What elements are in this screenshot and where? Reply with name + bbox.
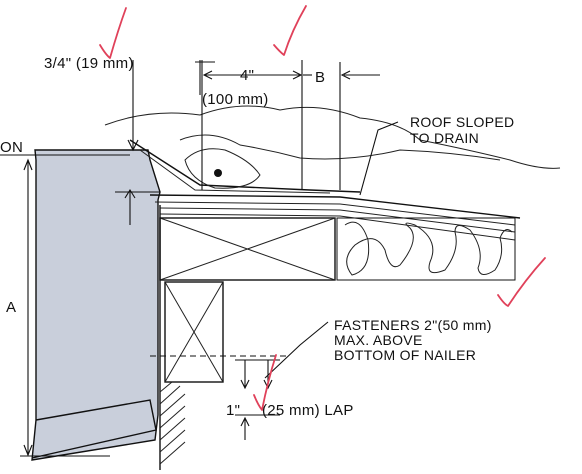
check-mark-2: [273, 5, 307, 56]
dim-thickness-arrowhead: [127, 139, 139, 152]
flange-mm-label: (100 mm): [202, 91, 269, 108]
drip-edge-fascia: [31, 149, 161, 461]
stone-dot: [214, 169, 222, 177]
insulation-squiggle: [344, 221, 513, 276]
lap-vertical-left: [240, 360, 250, 390]
check-mark-3: [497, 257, 546, 307]
deck-top-line: [149, 194, 521, 219]
dim-small-vertical: [124, 188, 136, 225]
edge-metal-flange-inner: [139, 149, 331, 194]
edge-thickness-label: 3/4" (19 mm): [44, 55, 134, 72]
fasteners-label-1: FASTENERS 2"(50 mm): [334, 317, 492, 333]
dim-flange-arrowheads: [202, 70, 303, 80]
lap-mm-label: (25 mm) LAP: [262, 402, 354, 419]
deck-line-4: [159, 213, 516, 241]
deck-line-3: [159, 207, 516, 233]
drip-edge-kickout: [31, 399, 157, 459]
insulation-bounds: [336, 217, 516, 281]
wall-hatch: [159, 381, 186, 465]
fasteners-label-3: BOTTOM OF NAILER: [334, 347, 476, 363]
roof-membrane-upper: [179, 134, 501, 161]
fasteners-label-2: MAX. ABOVE: [334, 332, 423, 348]
dim-a-label: A: [6, 299, 16, 316]
dim-b-arrowhead: [340, 70, 351, 80]
roof-membrane-surface: [104, 105, 561, 169]
top-nailer-x: [159, 217, 336, 281]
dim-a-arrowheads: [23, 158, 33, 457]
lap-vertical-right: [240, 416, 250, 440]
lap-inch-label: 1": [226, 402, 240, 419]
roof-sloped-label-1: ROOF SLOPED: [410, 114, 514, 130]
check-mark-4: [253, 354, 277, 411]
elevation-fragment-label: ON: [0, 139, 23, 156]
check-mark-1: [99, 7, 127, 59]
dim-b-label: B: [315, 69, 325, 86]
roof-sloped-label-2: TO DRAIN: [410, 130, 479, 146]
edge-metal-flange: [129, 139, 361, 193]
roof-leader: [359, 121, 399, 196]
lower-nailer-x: [164, 281, 224, 383]
flange-inch-label: 4": [240, 67, 254, 84]
fasteners-leader: [264, 321, 329, 379]
lower-nailer: [164, 281, 224, 383]
